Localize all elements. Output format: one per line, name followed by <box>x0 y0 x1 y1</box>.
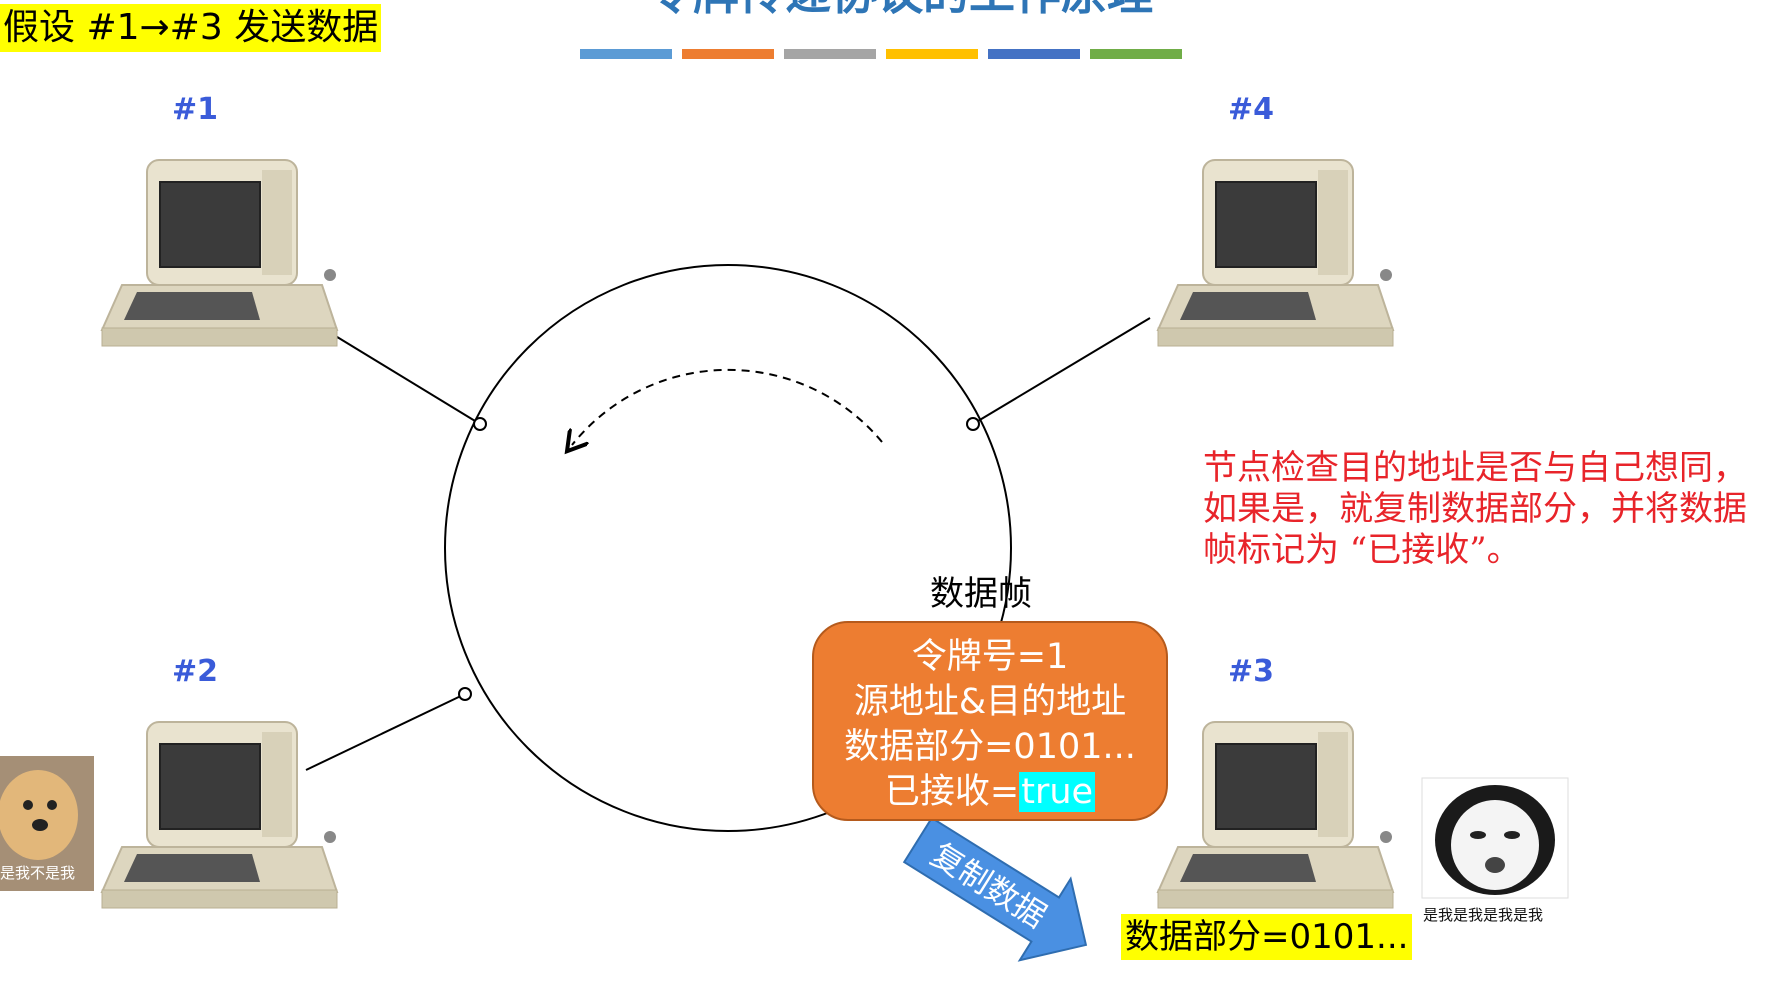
dog-meme-caption: 是我不是我 <box>0 864 76 882</box>
data-frame-box: 令牌号=1 源地址&目的地址 数据部分=0101... 已接收=true <box>812 621 1168 821</box>
frame-data: 数据部分=0101... <box>844 727 1136 767</box>
frame-token: 令牌号=1 <box>911 637 1069 677</box>
node-label-3: #3 <box>1228 654 1275 689</box>
tap-2 <box>458 687 472 701</box>
frame-received: 已接收=true <box>814 770 1166 815</box>
color-bar-4 <box>886 49 978 59</box>
tap-4 <box>966 417 980 431</box>
copy-arrow: 复制数据 <box>902 816 1088 962</box>
computer-1-icon <box>101 159 338 347</box>
link-4 <box>972 317 1151 425</box>
assumption-label: 假设 #1→#3 发送数据 <box>0 4 382 52</box>
frame-addresses: 源地址&目的地址 <box>853 682 1127 722</box>
node-label-1: #1 <box>172 92 219 127</box>
color-bar-3 <box>784 49 876 59</box>
panda-meme-caption: 是我是我是我是我 <box>1423 906 1544 924</box>
color-bar-6 <box>1090 49 1182 59</box>
computer-4-icon <box>1157 159 1394 347</box>
node-label-4: #4 <box>1228 92 1275 127</box>
frame-received-value: true <box>1019 772 1096 812</box>
color-bar-5 <box>988 49 1080 59</box>
frame-received-label: 已接收= <box>884 772 1020 812</box>
dog-meme-icon <box>0 756 94 891</box>
copied-data-label: 数据部分=0101... <box>1121 914 1413 960</box>
tap-1 <box>473 417 487 431</box>
node-label-2: #2 <box>172 654 219 689</box>
color-bar-1 <box>580 49 672 59</box>
panda-meme-icon <box>1421 777 1569 899</box>
explanation-note: 节点检查目的地址是否与自己想同，如果是，就复制数据部分，并将数据帧标记为 “已接… <box>1203 448 1747 570</box>
computer-2-icon <box>101 721 338 909</box>
computer-3-icon <box>1157 721 1394 909</box>
ring-line <box>444 264 1012 832</box>
title-color-bars <box>580 44 1192 59</box>
frame-title: 数据帧 <box>930 574 1032 614</box>
rotation-arrow <box>572 368 883 445</box>
page-title: 令牌传递协议的工作原理 <box>570 0 1230 16</box>
link-2 <box>305 693 466 771</box>
color-bar-2 <box>682 49 774 59</box>
